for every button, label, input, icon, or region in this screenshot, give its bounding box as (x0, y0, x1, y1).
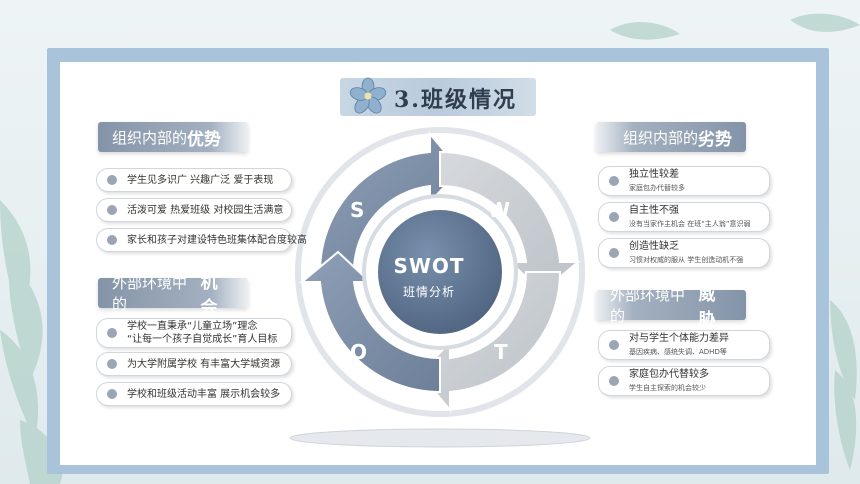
bullet-dot (609, 376, 619, 386)
quadrant-o-arc (299, 250, 441, 394)
opportunity-item: 学校一直秉承“儿童立场”理念 “让每一个孩子自觉成长”育人目标 (96, 318, 292, 348)
bullet-dot (609, 212, 619, 222)
strengths-heading-em: 优势 (187, 129, 222, 150)
opportunity-item-text: 学校一直秉承“儿童立场”理念 “让每一个孩子自觉成长”育人目标 (127, 320, 277, 346)
flower-icon (349, 77, 387, 114)
opportunity-item-text: 为大学附属学校 有丰富大学城资源 (127, 358, 281, 370)
threat-sub: 基因疾病、感统失调、ADHD等 (629, 348, 727, 356)
weakness-main: 创造性缺乏 (629, 241, 679, 252)
quadrant-t-label: T (494, 340, 508, 364)
threat-item: 家庭包办代替较多 学生自主探索的机会较少 (598, 366, 770, 396)
weaknesses-heading-em: 劣势 (698, 129, 732, 150)
weakness-sub: 家庭包办代替较多 (629, 184, 685, 192)
bullet-dot (609, 248, 619, 258)
bullet-dot (107, 235, 117, 245)
strength-item: 活泼可爱 热爱班级 对校园生活满意 (96, 198, 292, 222)
quadrant-t-arc (418, 271, 562, 413)
strength-item-text: 学生见多识广 兴趣广泛 爱于表现 (127, 174, 274, 186)
threat-item-text: 家庭包办代替较多 学生自主探索的机会较少 (629, 368, 709, 394)
strengths-heading: 组织内部的优势 (98, 122, 248, 152)
threat-item: 对与学生个体能力差异 基因疾病、感统失调、ADHD等 (598, 330, 770, 360)
quadrant-s-arc (318, 131, 462, 273)
bullet-dot (107, 175, 117, 185)
bullet-dot (107, 389, 117, 399)
weakness-main: 自主性不强 (629, 205, 679, 216)
diagram-base (289, 428, 591, 448)
strength-item: 学生见多识广 兴趣广泛 爱于表现 (96, 168, 292, 192)
threats-heading-text: 外部环境中的 (610, 286, 686, 325)
threat-item-text: 对与学生个体能力差异 基因疾病、感统失调、ADHD等 (629, 332, 729, 358)
bullet-dot (107, 328, 117, 338)
threat-main: 家庭包办代替较多 (629, 369, 709, 380)
threats-heading: 外部环境中的威胁 (596, 285, 746, 330)
weaknesses-heading-text: 组织内部的 (622, 128, 698, 147)
opportunity-item: 学校和班级活动丰富 展示机会较多 (96, 382, 292, 406)
strength-item-text: 家长和孩子对建设特色班集体配合度较高 (127, 234, 307, 246)
threat-main: 对与学生个体能力差异 (629, 333, 729, 344)
quadrant-o-label: O (350, 340, 368, 364)
slide-title: 3.班级情况 (340, 74, 536, 118)
quadrant-w-arc (439, 150, 581, 294)
weaknesses-heading: 组织内部的劣势 (596, 122, 746, 152)
quadrant-w-label: W (488, 198, 511, 222)
opportunities-heading: 外部环境中的机会 (98, 273, 248, 318)
weakness-item-text: 独立性较差 家庭包办代替较多 (629, 168, 685, 194)
bullet-dot (609, 340, 619, 350)
quadrant-s-label: S (350, 198, 365, 222)
strength-item-text: 活泼可爱 热爱班级 对校园生活满意 (127, 204, 284, 216)
opportunity-line-1: 学校一直秉承“儿童立场”理念 (127, 321, 258, 332)
weakness-main: 独立性较差 (629, 169, 679, 180)
title-text: 3.班级情况 (394, 87, 517, 113)
swot-cycle-diagram (289, 127, 591, 448)
weakness-sub: 习惯对权威的服从 学生创造动机不强 (629, 256, 744, 264)
threats-heading-em: 威胁 (698, 285, 716, 330)
bullet-dot (107, 359, 117, 369)
bullet-dot (107, 205, 117, 215)
weakness-item-text: 自主性不强 没有当家作主机会 在班“主人翁”意识弱 (629, 204, 750, 230)
strengths-heading-text: 组织内部的 (112, 128, 188, 147)
weakness-sub: 没有当家作主机会 在班“主人翁”意识弱 (629, 220, 751, 228)
swot-center-subtitle: 班情分析 (402, 285, 455, 299)
weakness-item-text: 创造性缺乏 习惯对权威的服从 学生创造动机不强 (629, 240, 743, 266)
outer-ring (295, 127, 585, 417)
weakness-item: 独立性较差 家庭包办代替较多 (598, 166, 770, 196)
swot-center-title: SWOT (393, 254, 465, 278)
opportunity-line-2: “让每一个孩子自觉成长”育人目标 (127, 334, 278, 345)
weakness-item: 自主性不强 没有当家作主机会 在班“主人翁”意识弱 (598, 202, 770, 232)
center-circle (378, 210, 502, 334)
opportunities-heading-text: 外部环境中的 (112, 274, 188, 313)
bullet-dot (609, 176, 619, 186)
opportunity-item: 为大学附属学校 有丰富大学城资源 (96, 352, 292, 376)
threat-sub: 学生自主探索的机会较少 (629, 384, 706, 392)
opportunities-heading-em: 机会 (200, 273, 218, 318)
weakness-item: 创造性缺乏 习惯对权威的服从 学生创造动机不强 (598, 238, 770, 268)
opportunity-item-text: 学校和班级活动丰富 展示机会较多 (127, 388, 281, 400)
strength-item: 家长和孩子对建设特色班集体配合度较高 (96, 228, 307, 252)
